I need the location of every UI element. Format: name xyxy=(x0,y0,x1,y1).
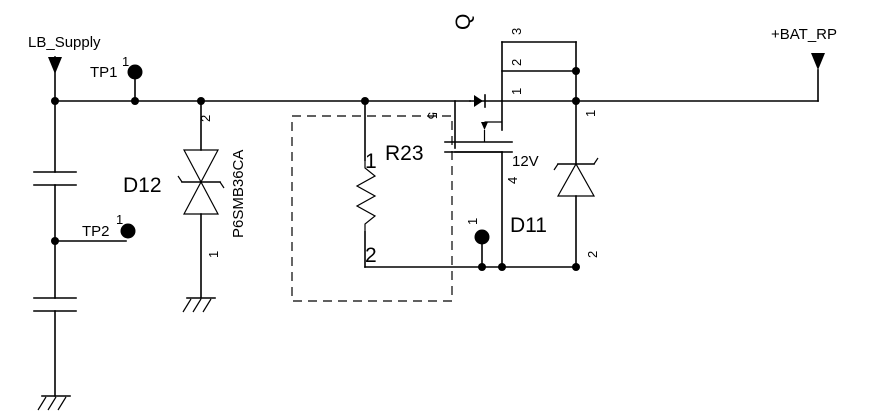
r23-ref: R23 xyxy=(385,142,424,165)
bat-rp-port-arrow xyxy=(811,53,825,70)
q-pin-1: 1 xyxy=(509,88,524,95)
q-pin-2: 2 xyxy=(509,59,524,66)
r23-zigzag xyxy=(355,160,377,232)
tp2-label: TP2 xyxy=(82,223,110,240)
dashed-boundary xyxy=(291,115,453,302)
tp2-pin: 1 xyxy=(116,212,123,227)
q-pin-5: 5 xyxy=(425,112,440,119)
bat-rp-label: +BAT_RP xyxy=(771,26,837,43)
r23-resistor: R23 1 2 xyxy=(355,97,424,268)
d12-triangle-bottom xyxy=(183,180,219,215)
d12-pin-bottom: 1 xyxy=(206,251,221,258)
tp1-test-point: TP1 1 xyxy=(90,54,143,105)
d12-triangle-top xyxy=(183,149,219,184)
q-extra-pad xyxy=(474,229,490,245)
q-pin-4: 4 xyxy=(505,177,520,184)
d11-zener-diode: 12V D11 1 2 xyxy=(510,100,600,268)
lb-supply-net: LB_Supply xyxy=(28,34,101,173)
r23-pin-top: 1 xyxy=(365,150,377,173)
tp2-test-point: TP2 1 xyxy=(51,212,136,245)
q-pin-3: 3 xyxy=(509,28,524,35)
d11-pin-bottom: 2 xyxy=(585,251,600,258)
q-body-arrow xyxy=(474,95,483,107)
d11-pin-top: 1 xyxy=(583,110,598,117)
tp1-pin: 1 xyxy=(122,54,129,69)
capacitor-bottom xyxy=(33,297,77,397)
d12-pin-top: 2 xyxy=(198,115,213,122)
q-pin-extra: 1 xyxy=(465,218,480,225)
d11-triangle xyxy=(556,162,596,197)
ground-d12 xyxy=(182,297,216,313)
q-mosfet: Q 5 4 1 3 2 1 xyxy=(425,14,580,268)
q-ref: Q xyxy=(452,14,475,30)
lb-supply-label: LB_Supply xyxy=(28,34,101,51)
ground-left xyxy=(37,395,71,411)
d11-ref: D11 xyxy=(510,214,547,237)
tp1-label: TP1 xyxy=(90,64,118,81)
tp1-pad xyxy=(127,64,143,80)
d12-value: P6SMB36CA xyxy=(230,150,247,238)
d11-value: 12V xyxy=(512,153,539,170)
r23-pin-bottom: 2 xyxy=(365,244,377,267)
tp2-pad xyxy=(120,223,136,239)
capacitor-top xyxy=(33,171,77,299)
d12-tvs-diode: D12 2 1 P6SMB36CA xyxy=(123,97,247,299)
d12-ref: D12 xyxy=(123,174,162,197)
